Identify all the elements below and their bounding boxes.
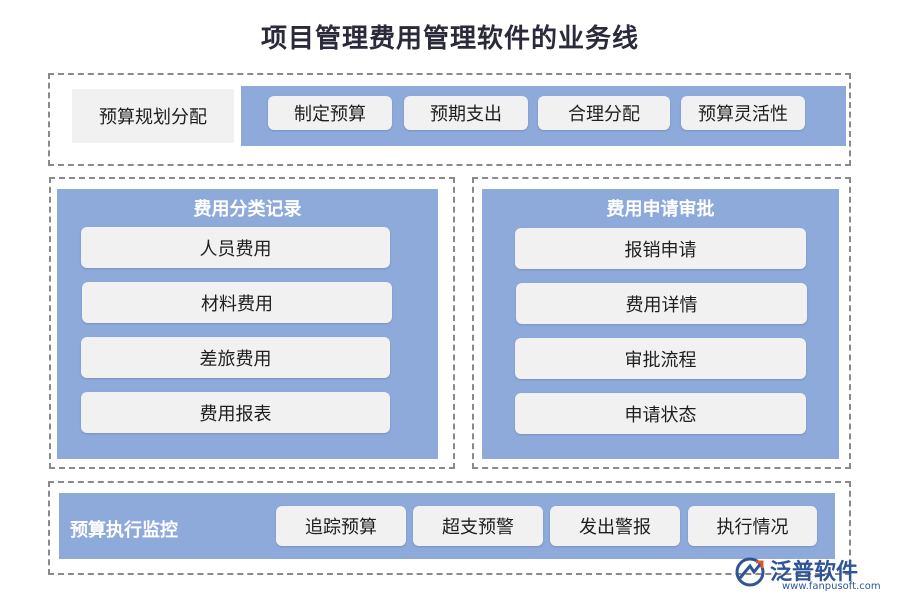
budget-item-formulate: 制定预算 — [268, 96, 392, 130]
monitor-item-alert: 发出警报 — [550, 506, 680, 546]
budget-item-allocation: 合理分配 — [538, 96, 670, 130]
expense-approval-section — [472, 177, 851, 469]
budget-planning-section — [48, 73, 851, 166]
budget-planning-label: 预算规划分配 — [72, 89, 234, 143]
expense-item-travel: 差旅费用 — [81, 337, 390, 378]
expense-category-title: 费用分类记录 — [193, 199, 302, 220]
fanpu-logo-icon — [735, 557, 765, 587]
budget-item-expected: 预期支出 — [404, 96, 528, 130]
budget-monitoring-label: 预算执行监控 — [70, 520, 178, 541]
approval-item-process: 审批流程 — [515, 338, 806, 379]
monitor-item-execution: 执行情况 — [688, 506, 817, 546]
expense-approval-title: 费用申请审批 — [606, 199, 715, 220]
expense-item-personnel: 人员费用 — [81, 227, 390, 268]
budget-item-flexibility: 预算灵活性 — [681, 96, 805, 130]
monitor-item-overspend: 超支预警 — [413, 506, 543, 546]
expense-item-materials: 材料费用 — [82, 282, 392, 323]
monitor-item-tracking: 追踪预算 — [276, 506, 406, 546]
approval-item-details: 费用详情 — [516, 283, 807, 324]
approval-item-status: 申请状态 — [515, 393, 806, 434]
fanpu-logo: 泛普软件 www.fanpusoft.com — [732, 554, 892, 594]
expense-item-report: 费用报表 — [81, 392, 390, 433]
logo-url: www.fanpusoft.com — [782, 581, 881, 592]
budget-monitoring-section — [48, 481, 851, 575]
expense-category-section — [49, 177, 455, 469]
approval-item-reimbursement: 报销申请 — [515, 228, 806, 269]
page-title: 项目管理费用管理软件的业务线 — [260, 24, 639, 54]
logo-name: 泛普软件 — [770, 560, 859, 585]
